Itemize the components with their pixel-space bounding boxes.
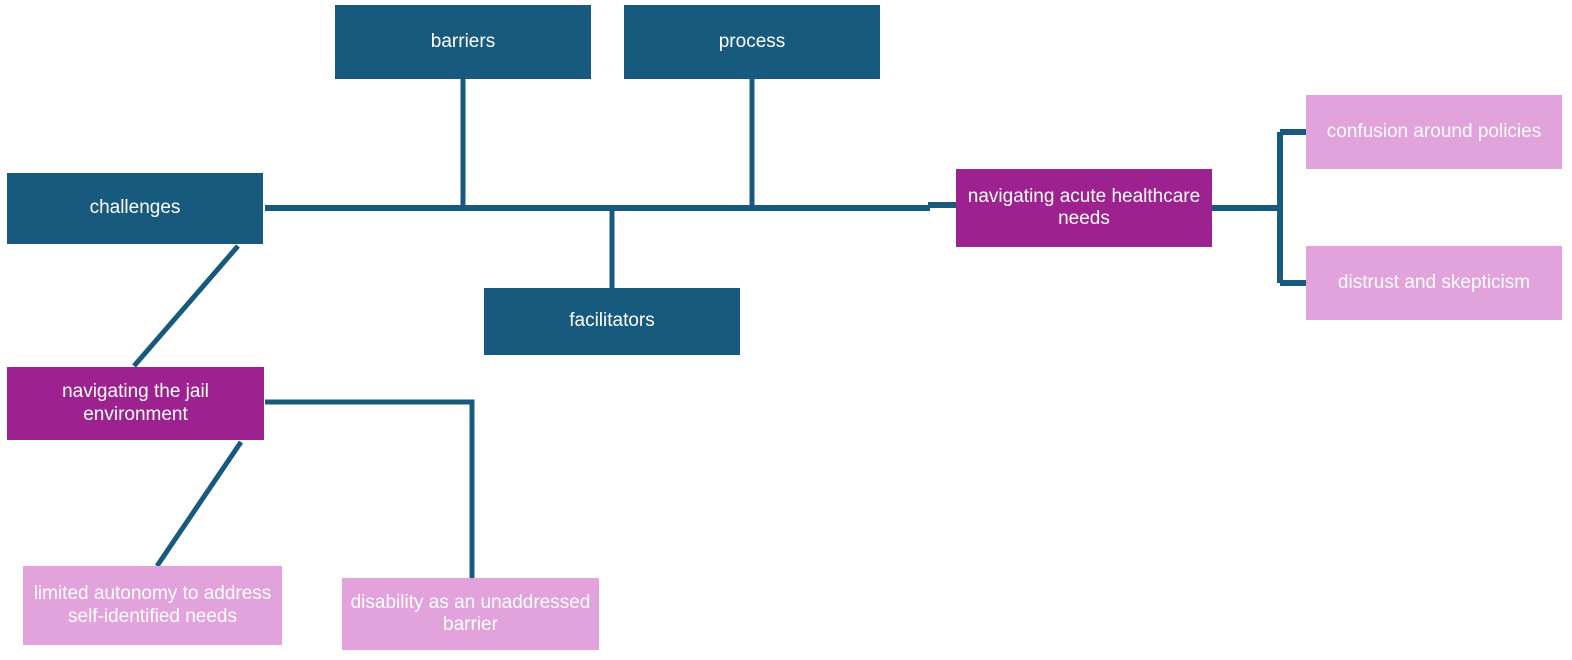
- node-navigating-acute-healthcare-needs[interactable]: navigating acute healthcare needs: [956, 169, 1212, 247]
- node-confusion-around-policies[interactable]: confusion around policies: [1306, 95, 1562, 169]
- node-challenges[interactable]: challenges: [7, 173, 263, 244]
- node-facilitators[interactable]: facilitators: [484, 288, 740, 355]
- node-limited-autonomy-label: limited autonomy to address self-identif…: [33, 583, 272, 627]
- node-process[interactable]: process: [624, 5, 880, 79]
- edge-challenges-to-jail: [132, 244, 240, 368]
- node-disability-as-an-unaddressed-barrier[interactable]: disability as an unaddressed barrier: [342, 578, 599, 650]
- node-barriers[interactable]: barriers: [335, 5, 591, 79]
- node-distrust-and-skepticism[interactable]: distrust and skepticism: [1306, 246, 1562, 320]
- node-distrust-and-skepticism-label: distrust and skepticism: [1337, 271, 1531, 293]
- node-confusion-around-policies-label: confusion around policies: [1326, 120, 1542, 142]
- edge-jail-to-limited-autonomy: [154, 440, 244, 568]
- node-disability-as-an-unaddressed-barrier-label: disability as an unaddressed barrier: [350, 591, 591, 635]
- node-facilitators-label: facilitators: [569, 310, 655, 332]
- node-limited-autonomy[interactable]: limited autonomy to address self-identif…: [23, 566, 282, 645]
- node-navigating-the-jail-environment[interactable]: navigating the jail environment: [7, 367, 264, 440]
- node-navigating-acute-healthcare-needs-label: navigating acute healthcare needs: [967, 185, 1201, 229]
- edge-jail-to-disability: [265, 399, 475, 578]
- node-challenges-label: challenges: [89, 197, 181, 219]
- node-navigating-the-jail-environment-label: navigating the jail environment: [62, 381, 209, 425]
- node-process-label: process: [718, 30, 786, 52]
- node-barriers-label: barriers: [430, 30, 496, 52]
